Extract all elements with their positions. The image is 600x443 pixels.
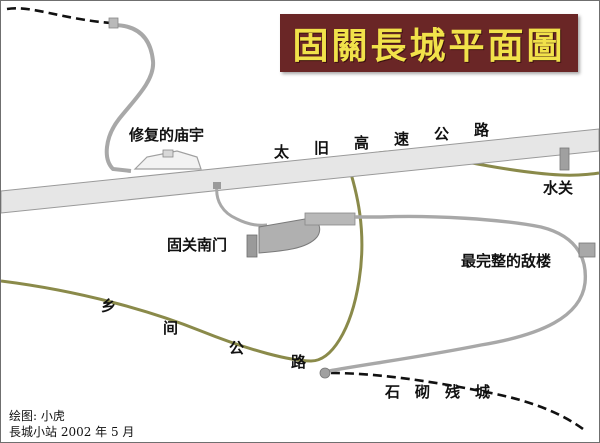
path-marker xyxy=(213,182,221,189)
south-gate-tower xyxy=(246,234,258,258)
stone-wall-label-char: 石 xyxy=(385,383,401,401)
best-tower-marker xyxy=(578,242,596,258)
village-road-label-char: 路 xyxy=(291,353,307,371)
mountain-path-upper xyxy=(104,23,156,173)
map-title: 固關長城平面圖 xyxy=(292,25,566,67)
village-road-label-char: 间 xyxy=(163,319,179,337)
highway-label-char: 旧 xyxy=(314,139,330,157)
highway-label-char: 太 xyxy=(274,143,290,161)
gate-wall-segment xyxy=(304,212,356,226)
highway-label-char: 公 xyxy=(434,125,450,143)
stone-wall-label-char: 残 xyxy=(445,383,461,401)
great-wall-dashed-top xyxy=(6,7,112,25)
highway-label-char: 速 xyxy=(394,130,410,148)
stone-wall-label-char: 砌 xyxy=(415,383,431,401)
old-highway xyxy=(1,128,599,214)
temple-roof xyxy=(162,149,174,158)
author-credit: 绘图: 小虎 xyxy=(9,409,65,423)
village-road xyxy=(1,160,364,363)
great-wall-dashed-bottom xyxy=(330,371,584,431)
temple-label: 修复的庙宇 xyxy=(129,126,205,144)
wall-marker-top xyxy=(108,17,119,29)
tower-path xyxy=(328,214,588,373)
highway-label-char: 路 xyxy=(474,121,490,139)
village-road-label-char: 公 xyxy=(229,339,245,357)
gate-access-path xyxy=(215,184,268,227)
water-gate-marker xyxy=(559,147,570,171)
title-banner: 固關長城平面圖 xyxy=(280,14,578,72)
south-gate-label: 固关南门 xyxy=(167,236,228,254)
stone-wall-label-char: 城 xyxy=(475,383,491,401)
stone-wall-start-marker xyxy=(319,367,331,379)
site-date-credit: 長城小站 2002 年 5 月 xyxy=(9,425,135,439)
best-tower-label: 最完整的敌楼 xyxy=(461,252,552,270)
water-pass-label: 水关 xyxy=(543,179,574,197)
temple-building xyxy=(133,150,202,170)
highway-label-char: 高 xyxy=(354,134,370,152)
village-road-label-char: 乡 xyxy=(101,297,117,315)
